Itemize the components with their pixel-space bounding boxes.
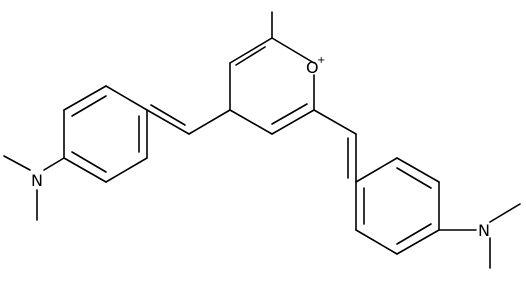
bond [489,203,521,223]
bond [229,37,273,64]
bonds [3,11,521,269]
bond [71,95,107,117]
atom-labels: O + N N [31,55,490,240]
nitrogen-atom-label-right: N [478,221,490,240]
bond [188,109,231,135]
bond [313,109,357,135]
bond [355,229,398,255]
bond [63,85,107,111]
bond [105,85,148,111]
bond [396,167,432,189]
bond [235,46,266,66]
bond [271,37,315,64]
oxygen-atom-label: O [306,58,319,77]
bond [355,157,398,183]
bond [396,223,432,245]
bond [271,103,308,125]
bond [271,109,315,135]
oxygen-charge-label: + [317,55,325,66]
bond [63,157,107,183]
bond [146,109,190,135]
bond [105,157,148,183]
bond [71,151,107,173]
bond [396,157,440,183]
nitrogen-atom-label-left: N [31,171,43,190]
bond [43,157,65,171]
bond [396,229,440,255]
bond [229,109,273,135]
bond [150,104,186,126]
bond [3,155,31,171]
